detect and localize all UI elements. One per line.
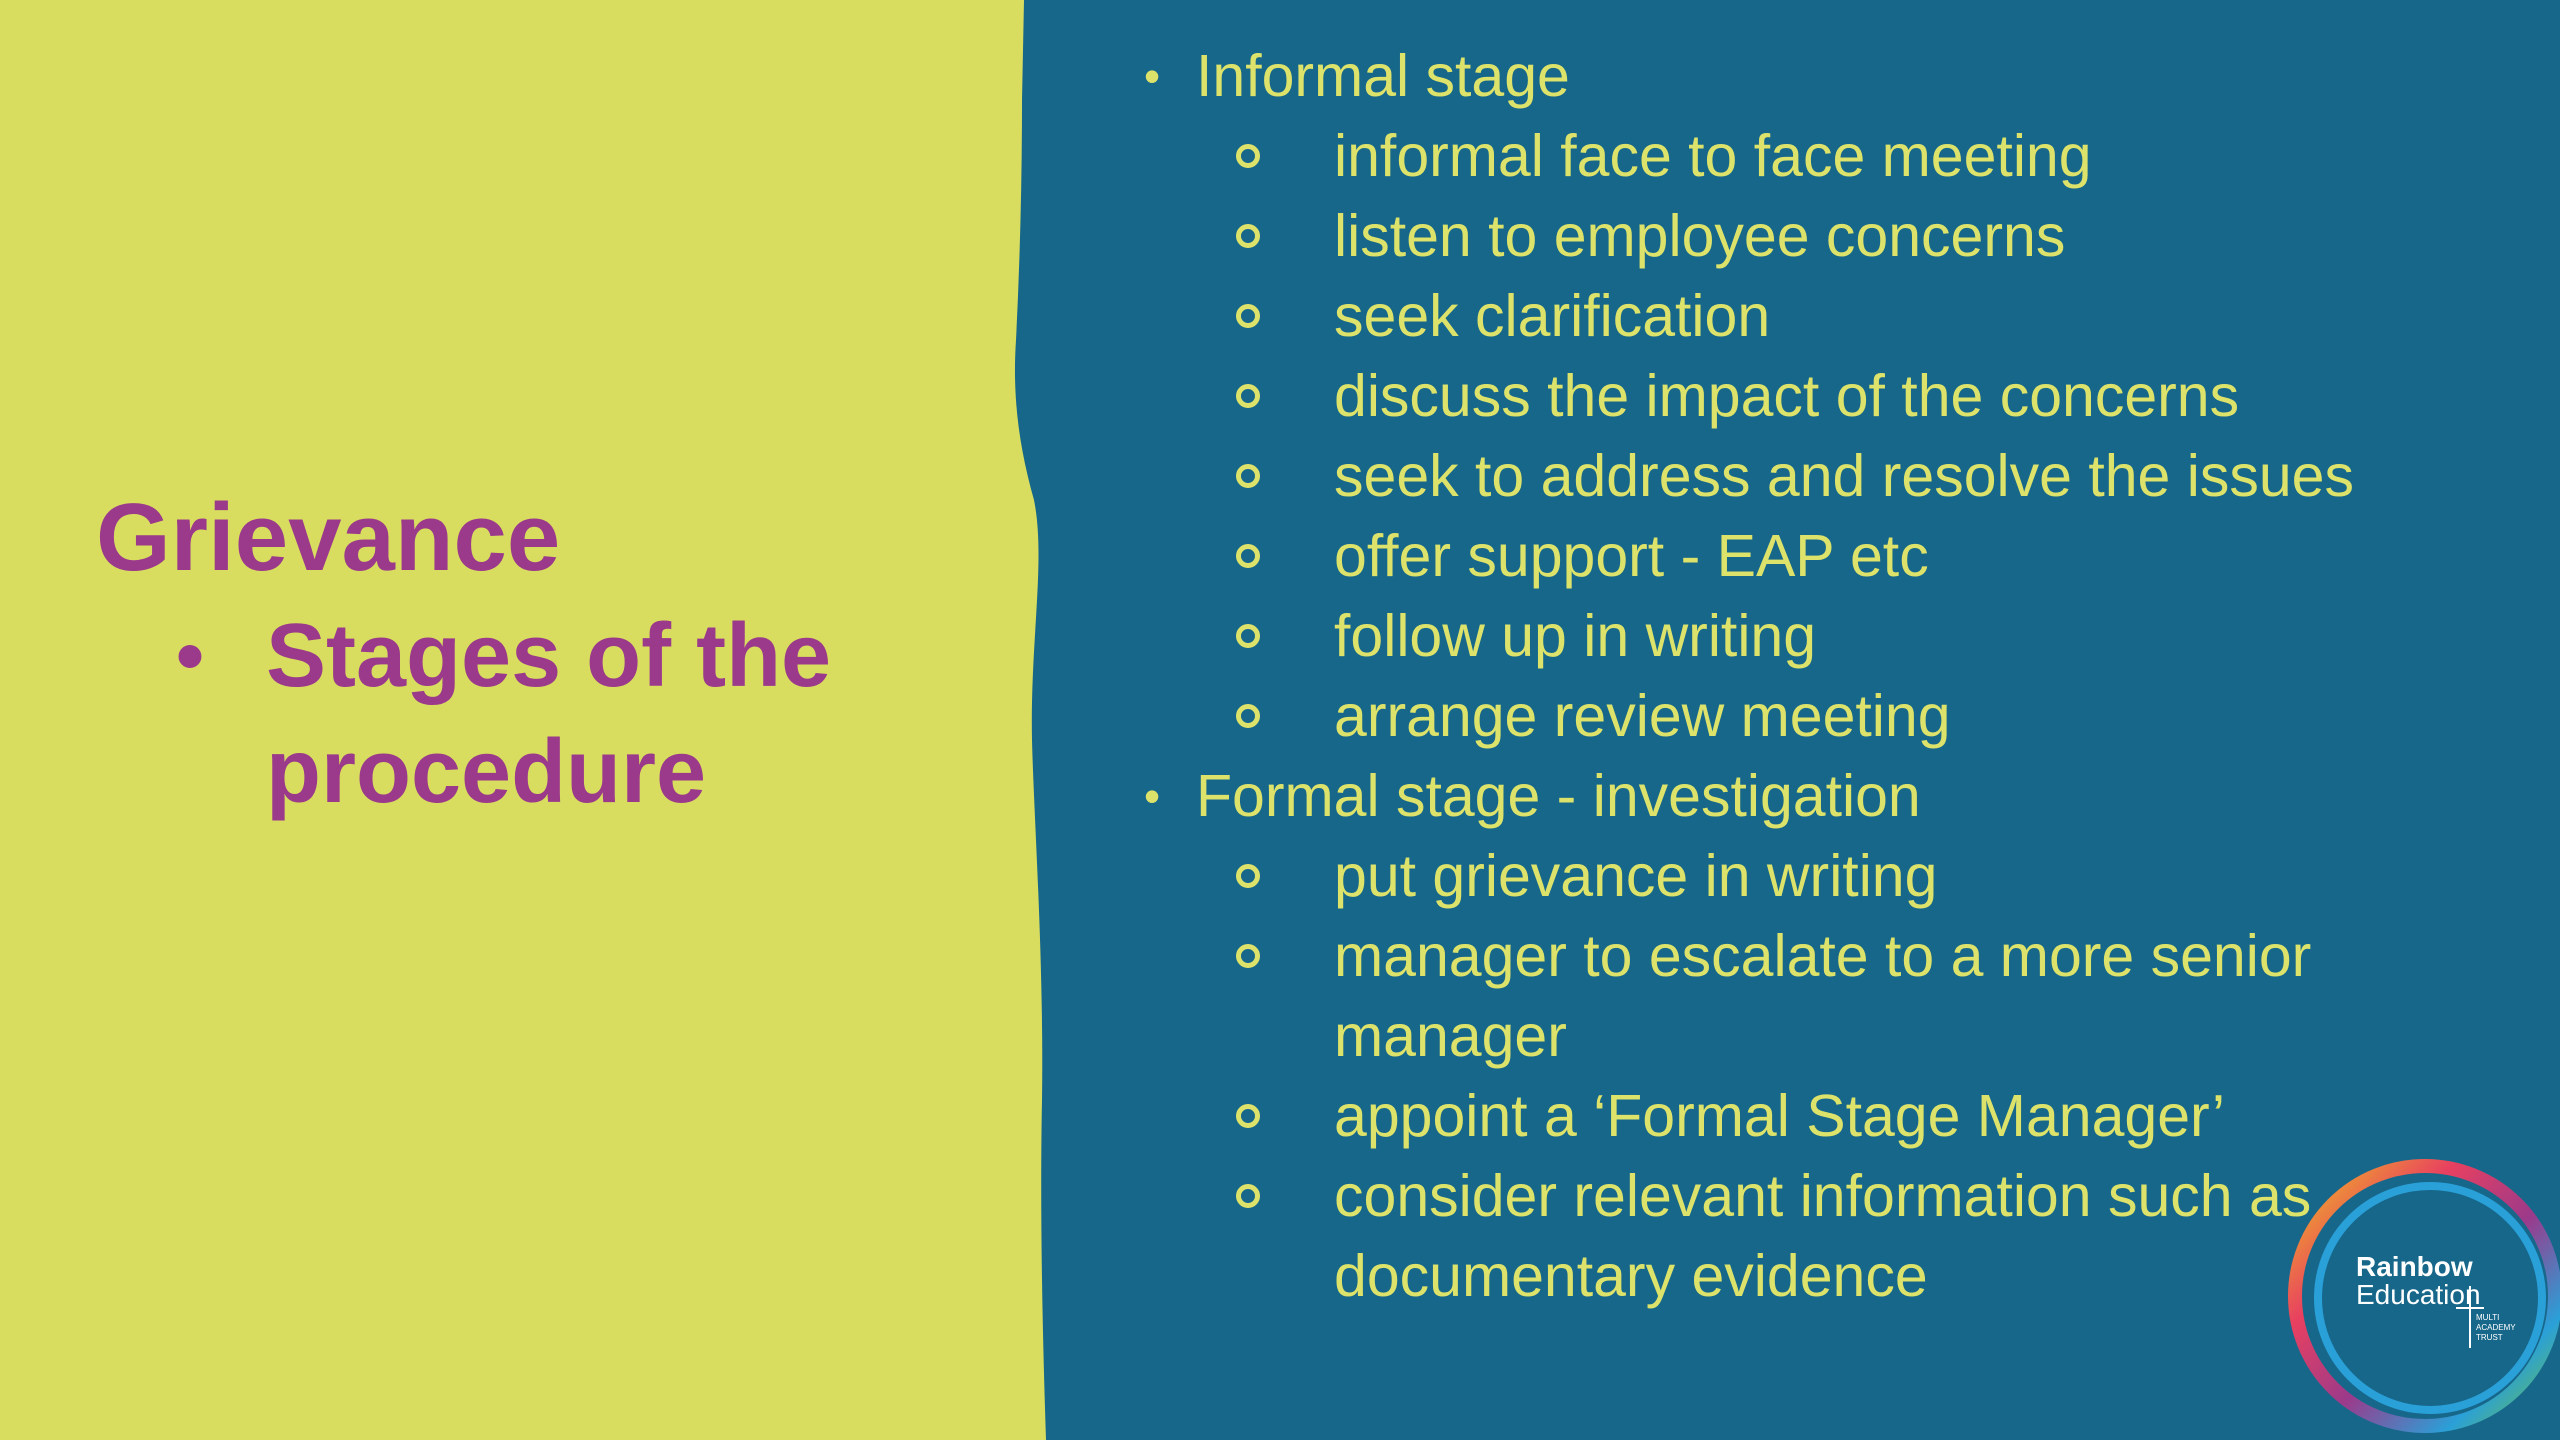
hollow-circle-icon [1230,1076,1334,1156]
list-item: informal face to face meeting [1140,116,2460,196]
logo-line5: TRUST [2476,1333,2503,1342]
hollow-circle-icon [1230,116,1334,196]
circle-bullet-shape [1236,224,1260,248]
list-item: follow up in writing [1140,596,2460,676]
logo-fill [2324,1192,2536,1404]
list-item-text: consider relevant information such as do… [1334,1163,2312,1309]
circle-bullet-shape [1236,464,1260,488]
hollow-circle-icon [1230,836,1334,916]
logo-line1: Rainbow [2356,1251,2473,1282]
hollow-circle-icon [1230,676,1334,756]
section-heading-row: • Informal stage [1140,36,2460,116]
list-item: appoint a ‘Formal Stage Manager’ [1140,1076,2460,1156]
list-item: consider relevant information such as do… [1140,1156,2460,1316]
list-item: listen to employee concerns [1140,196,2460,276]
list-item-text: listen to employee concerns [1334,203,2066,269]
bullet-dot: • [1144,50,1161,102]
section-heading: Informal stage [1196,43,1570,109]
section-heading-row: • Formal stage - investigation [1140,756,2460,836]
hollow-circle-icon [1230,276,1334,356]
circle-bullet-shape [1236,944,1260,968]
logo-inner-ring [2314,1182,2546,1414]
list-item-text: put grievance in writing [1334,843,1938,909]
hollow-circle-icon [1230,356,1334,436]
circle-bullet-shape [1236,624,1260,648]
circle-bullet-shape [1236,304,1260,328]
list-item: discuss the impact of the concerns [1140,356,2460,436]
list-item-text: informal face to face meeting [1334,123,2092,189]
list-item: manager to escalate to a more senior man… [1140,916,2460,1076]
hollow-circle-icon [1230,516,1334,596]
subtitle-row: • Stages of the procedure [96,598,996,830]
logo-line3: MULTI [2476,1313,2499,1322]
rainbow-education-logo: Rainbow Education MULTI ACADEMY TRUST [2288,1159,2560,1433]
slide-title: Grievance [96,484,561,591]
list-item-text: manager to escalate to a more senior man… [1334,923,2312,1069]
hollow-circle-icon [1230,196,1334,276]
subtitle-bullet: • [176,611,205,700]
bullet-dot: • [1144,770,1161,822]
section-heading: Formal stage - investigation [1196,763,1921,829]
circle-bullet-shape [1236,1104,1260,1128]
list-item-text: seek clarification [1334,283,1771,349]
list-item-text: follow up in writing [1334,603,1817,669]
circle-bullet-shape [1236,864,1260,888]
hollow-circle-icon [1230,436,1334,516]
circle-bullet-shape [1236,144,1260,168]
list-item-text: seek to address and resolve the issues [1334,443,2354,509]
list-item-text: appoint a ‘Formal Stage Manager’ [1334,1083,2225,1149]
list-item: offer support - EAP etc [1140,516,2460,596]
list-item-text: arrange review meeting [1334,683,1951,749]
circle-bullet-shape [1236,384,1260,408]
slide-subtitle: Stages of the procedure [266,606,832,822]
bullet-list: • Informal stage informal face to face mee… [1140,36,2460,1316]
list-item: arrange review meeting [1140,676,2460,756]
logo-line2: Education [2356,1279,2481,1310]
hollow-circle-icon [1230,1156,1334,1316]
list-item: seek to address and resolve the issues [1140,436,2460,516]
circle-bullet-shape [1236,704,1260,728]
circle-bullet-shape [1236,544,1260,568]
list-item-text: discuss the impact of the concerns [1334,363,2240,429]
logo-outer-ring [2288,1159,2560,1433]
hollow-circle-icon [1230,916,1334,1076]
circle-bullet-shape [1236,1184,1260,1208]
list-item-text: offer support - EAP etc [1334,523,1929,589]
title-block: Grievance • Stages of the procedure [96,480,996,830]
list-item: put grievance in writing [1140,836,2460,916]
list-item: seek clarification [1140,276,2460,356]
blue-wave-shape [1014,0,2560,1440]
hollow-circle-icon [1230,596,1334,676]
logo-line4: ACADEMY [2476,1323,2516,1332]
